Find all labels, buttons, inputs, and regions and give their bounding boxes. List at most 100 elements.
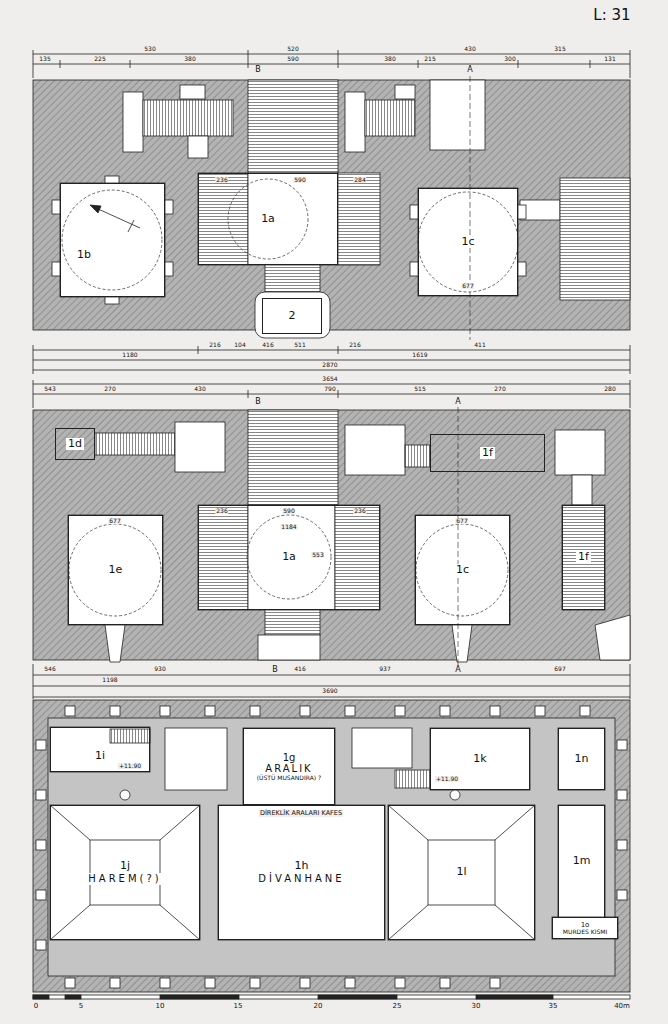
dimension-label: B [254,398,262,406]
room-number: 1k [471,753,488,766]
dimension-label: 380 [183,56,196,62]
dimension-label: 1619 [411,352,428,358]
dimension-label: +11.90 [435,776,459,782]
dimension-label: 2870 [321,362,338,368]
room-name: MURDES KISMI [561,929,609,936]
room-box: 1hDİVANHANE [218,805,385,940]
dimension-label: 30 [471,1003,482,1010]
dimension-label: 416 [293,666,306,672]
dimension-label: 216 [348,342,361,348]
room-number: 1a [259,213,277,226]
room-number: 1b [75,249,93,262]
room-name: DİVANHANE [256,873,346,885]
room-number: 1a [280,551,298,564]
room-number: 1n [573,753,591,766]
room-box: 1e [68,515,163,625]
dimension-label: 284 [353,177,366,183]
room-number: 1e [107,564,125,577]
room-box: 1l [388,805,535,940]
room-box: 1m [558,805,605,918]
room-name: (ÜSTÜ MUSANDIRA) ? [255,775,323,782]
dimension-label: 3690 [321,688,338,694]
dimension-label: 216 [208,342,221,348]
room-box: 1gARALIK(ÜSTÜ MUSANDIRA) ? [243,728,335,805]
room-box: 1f [562,505,605,610]
dimension-label: 1198 [101,677,118,683]
dimension-label: 937 [378,666,391,672]
room-box: 1c [418,188,518,296]
room-box: 1c [415,515,510,625]
dimension-label: 416 [261,342,274,348]
dimension-label: 215 [423,56,436,62]
dimension-label: 430 [193,386,206,392]
room-box: 1f [430,434,545,472]
page-number: L: 31 [592,8,631,23]
room-number: 1m [571,855,593,868]
dimension-label: 35 [548,1003,559,1010]
plan-lower [33,700,630,999]
dimension-label: 135 [38,56,51,62]
dimension-label: 20 [313,1003,324,1010]
dimension-label: 697 [553,666,566,672]
room-number: 1i [93,750,107,763]
room-number: 1o [579,921,592,929]
dimension-label: 546 [43,666,56,672]
dimension-label: 236 [353,508,366,514]
dimension-label: 530 [143,46,156,52]
dimension-label: 270 [103,386,116,392]
dimension-label: B [271,666,279,674]
plan-middle [33,380,630,699]
dimension-label: 270 [493,386,506,392]
room-number: 1j [118,860,132,873]
dimension-label: 380 [383,56,396,62]
room-name: ARALIK [263,763,314,775]
dimension-label: 280 [603,386,616,392]
dimension-label: A [454,666,461,674]
dimension-label: 315 [553,46,566,52]
dimension-label: 131 [603,56,616,62]
dimension-label: 10 [155,1003,166,1010]
dimension-label: 515 [413,386,426,392]
room-box: 1oMURDES KISMI [552,917,618,939]
dimension-label: +11.90 [118,763,142,769]
room-number: 1f [480,447,495,460]
dimension-label: A [454,398,461,406]
dimension-label: 236 [215,177,228,183]
dimension-label: 236 [215,508,228,514]
room-box: 1n [558,728,605,790]
plan-upper [33,50,630,374]
dimension-label: 590 [282,508,295,514]
dimension-label: 5 [78,1003,84,1010]
dimension-label: 3654 [321,376,338,382]
room-number: 1d [66,438,84,451]
room-number: 1c [459,236,476,249]
dimension-label: DİREKLİK ARALARI KAFES [259,810,343,817]
room-box: 1a [198,505,380,610]
dimension-label: 590 [293,177,306,183]
room-number: 1l [454,866,468,879]
dimension-label: 430 [463,46,476,52]
room-box: 1a [198,173,338,265]
room-box: 2 [262,298,322,334]
dimension-label: B [254,66,262,74]
dimension-label: 511 [293,342,306,348]
dimension-label: 411 [473,342,486,348]
dimension-label: 1184 [280,524,297,530]
room-number: 1f [576,551,591,564]
dimension-label: 15 [233,1003,244,1010]
room-number: 2 [287,310,298,323]
room-name: HAREM(?) [86,873,163,885]
dimension-label: 300 [503,56,516,62]
dimension-label: 104 [233,342,246,348]
room-box: 1jHAREM(?) [50,805,200,940]
room-number: 1c [454,564,471,577]
dimension-label: 677 [108,518,121,524]
dimension-label: 520 [286,46,299,52]
dimension-label: 40m [613,1003,631,1010]
room-box: 1b [60,183,165,297]
dimension-label: 677 [461,283,474,289]
dimension-label: 0 [33,1003,39,1010]
room-number: 1h [293,860,311,873]
